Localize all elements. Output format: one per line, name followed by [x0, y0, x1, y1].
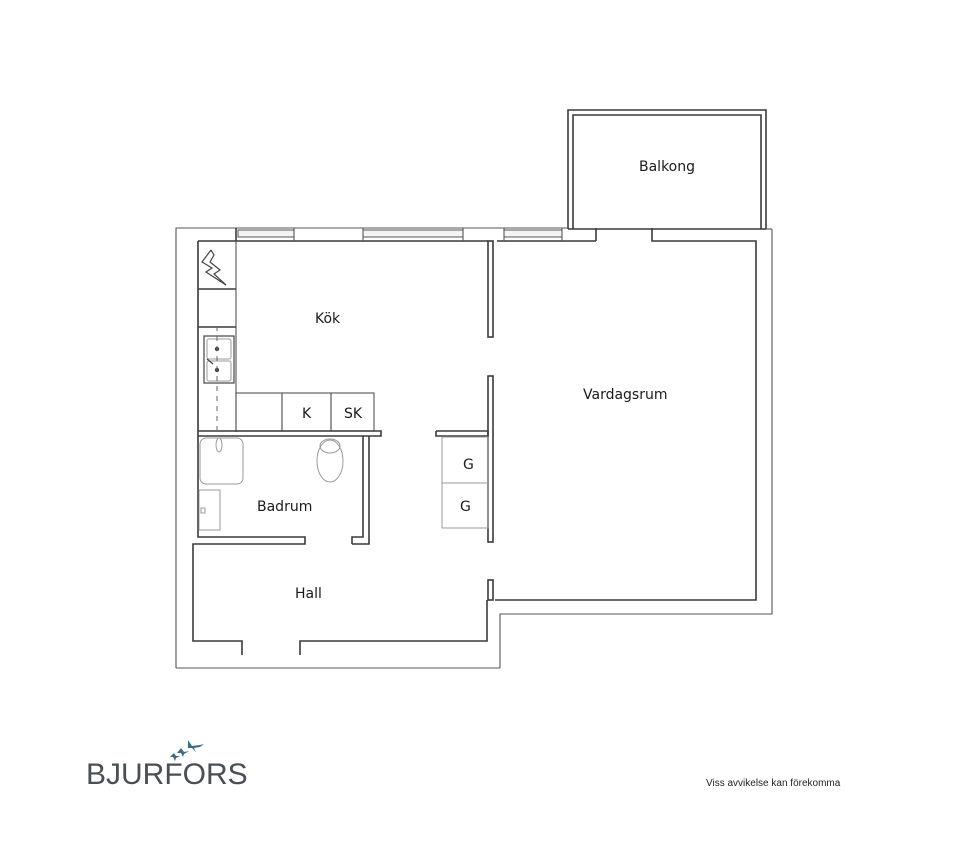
- cabinet-label-skafferi: SK: [344, 406, 363, 422]
- stove-lightning-icon: [201, 249, 227, 286]
- windows: [237, 228, 563, 241]
- wardrobes: [435, 430, 489, 529]
- room-label-kok: Kök: [315, 311, 341, 327]
- room-label-vardagsrum: Vardagsrum: [583, 387, 668, 403]
- room-label-badrum: Badrum: [257, 499, 312, 515]
- room-label-balkong: Balkong: [639, 159, 695, 175]
- room-label-hall: Hall: [295, 586, 322, 602]
- bjurfors-logo: BJURFORS: [86, 758, 248, 791]
- birds-icon: [170, 740, 204, 761]
- washbasin-icon: [198, 489, 221, 531]
- bathroom: [192, 436, 370, 545]
- outer-walls: [175, 227, 773, 669]
- cabinet-label-garderob-2: G: [460, 499, 471, 515]
- disclaimer-text: Viss avvikelse kan förekomma: [706, 778, 841, 789]
- balcony: [567, 109, 767, 230]
- cabinet-label-garderob-1: G: [463, 457, 474, 473]
- toilet-icon: [316, 438, 344, 483]
- cabinet-label-kyl: K: [302, 406, 312, 422]
- double-sink-icon: [203, 326, 235, 430]
- shower-icon: [199, 437, 244, 485]
- kitchen-counters: [198, 241, 382, 437]
- partition-kitchen-living: [487, 240, 494, 601]
